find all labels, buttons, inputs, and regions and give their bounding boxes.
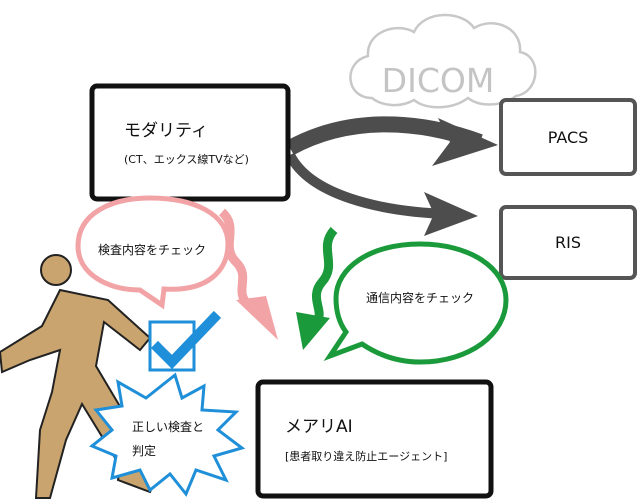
ris-label: RIS [555, 233, 581, 252]
pacs-label: PACS [548, 128, 589, 147]
arrow-to-pacs-head [432, 118, 498, 166]
modality-subtitle: (CT、エックス線TVなど) [124, 152, 249, 166]
pink-arrow [218, 208, 278, 340]
checkmark-icon [150, 310, 222, 370]
exam-check-text: 検査内容をチェック [98, 242, 206, 257]
judgement-line1: 正しい検査と [132, 420, 204, 434]
dicom-cloud: DICOM [349, 13, 537, 109]
mary-ai-title: メアリAI [285, 417, 353, 437]
ris-box: RIS [499, 205, 637, 280]
judgement-line2: 判定 [132, 443, 156, 458]
gray-arrows [285, 116, 498, 236]
comm-check-text: 通信内容をチェック [366, 290, 474, 305]
modality-box: モダリティ (CT、エックス線TVなど) [89, 83, 291, 202]
arrow-to-ris-head [424, 192, 478, 236]
pacs-box: PACS [499, 98, 637, 176]
checkbox-icon [148, 310, 222, 372]
exam-check-bubble: 検査内容をチェック [75, 195, 231, 310]
cloud-label: DICOM [382, 61, 495, 100]
mary-ai-box: メアリAI [患者取り違え防止エージェント] [255, 379, 494, 499]
cloud-icon [349, 13, 537, 109]
green-arrow [296, 227, 338, 350]
judgement-burst: 正しい検査と 判定 [89, 372, 246, 497]
arrow-to-ris [285, 152, 451, 219]
comm-check-bubble: 通信内容をチェック [323, 241, 509, 365]
mary-ai-subtitle: [患者取り違え防止エージェント] [285, 449, 447, 463]
modality-title: モダリティ [124, 121, 208, 141]
